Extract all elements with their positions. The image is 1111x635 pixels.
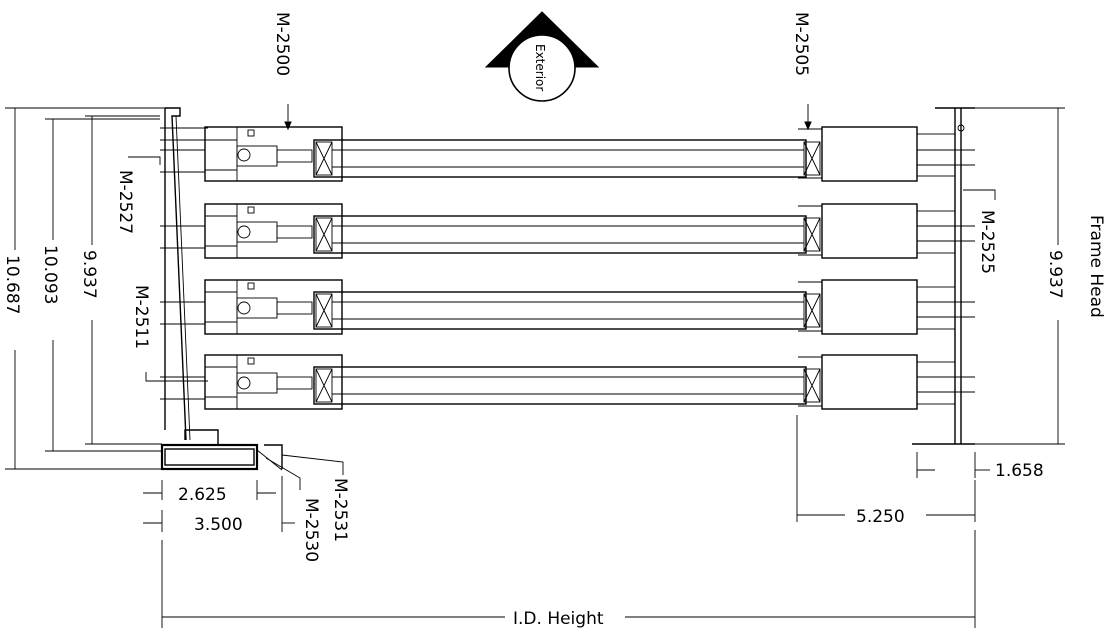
dim-right-1658: 1.658 — [916, 452, 1044, 481]
callout-m2530: M-2530 — [265, 457, 321, 562]
callout-m2511: M-2511 — [131, 285, 208, 382]
callout-m2500: M-2500 — [272, 12, 292, 131]
dim-left-outer-label: 10.687 — [2, 255, 22, 314]
frame-head-label: Frame Head — [1086, 215, 1106, 318]
glazing-unit-2 — [160, 203, 975, 259]
dim-left-outer: 10.687 — [2, 107, 165, 470]
dim-sill-2625: 2.625 — [143, 480, 276, 505]
dim-left-middle: 10.093 — [40, 118, 162, 452]
callout-m2527: M-2527 — [115, 156, 161, 234]
callout-m2531-label: M-2531 — [330, 478, 350, 542]
callout-m2500-label: M-2500 — [272, 12, 292, 76]
dim-id-height: I.D. Height — [161, 530, 976, 629]
glazing-unit-4 — [160, 354, 975, 410]
dim-id-height-label: I.D. Height — [513, 609, 604, 629]
dim-right-label: 9.937 — [1045, 250, 1065, 299]
left-jamb — [160, 107, 208, 441]
dim-right-5250: 5.250 — [796, 415, 976, 527]
glazing-unit-3 — [160, 279, 975, 335]
dim-right-5250-label: 5.250 — [856, 507, 905, 527]
callout-m2530-label: M-2530 — [301, 498, 321, 562]
dim-left-inner-label: 9.937 — [79, 250, 99, 299]
dim-sill-2625-label: 2.625 — [178, 485, 227, 505]
dim-sill-3500: 3.500 — [143, 476, 295, 535]
callout-m2525-label: M-2525 — [977, 210, 997, 274]
right-jamb — [912, 107, 975, 445]
callout-m2531: M-2531 — [281, 454, 350, 542]
callout-m2527-label: M-2527 — [115, 170, 135, 234]
sill — [160, 429, 283, 471]
dim-right: 9.937 — [965, 107, 1065, 445]
dim-sill-3500-label: 3.500 — [194, 515, 243, 535]
exterior-label: Exterior — [533, 44, 547, 91]
callout-m2511-label: M-2511 — [131, 285, 151, 349]
dim-right-1658-label: 1.658 — [995, 461, 1044, 481]
callout-m2505-label: M-2505 — [791, 12, 811, 76]
callout-m2505: M-2505 — [791, 12, 812, 131]
dim-left-inner: 9.937 — [79, 115, 162, 445]
glazing-unit-1 — [160, 126, 975, 182]
exterior-arrow: Exterior — [484, 11, 600, 102]
dim-left-middle-label: 10.093 — [40, 245, 60, 304]
callout-m2525: M-2525 — [963, 189, 997, 274]
